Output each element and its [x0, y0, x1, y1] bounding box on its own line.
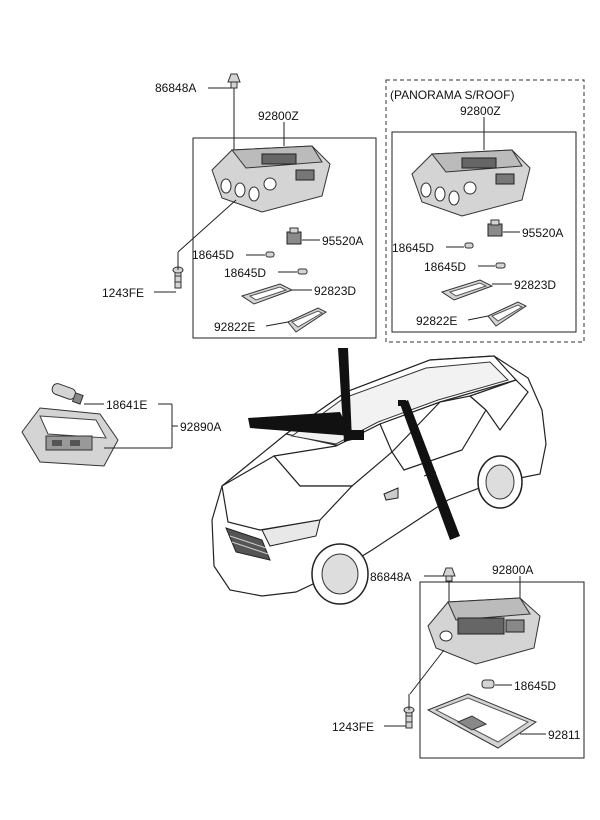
- bottom-bulb-label: 18645D: [514, 679, 556, 693]
- top-lens-2-part: [287, 307, 327, 333]
- side-assy-label: 92890A: [180, 420, 221, 434]
- side-lamp-part: [21, 407, 119, 467]
- pano-console-part: [411, 149, 531, 217]
- car-illustration: [211, 348, 547, 605]
- bottom-screw-part: [403, 706, 415, 729]
- top-screw-label: 1243FE: [102, 286, 144, 300]
- panorama-group: (PANORAMA S/ROOF) 92800Z 95520A 18645D: [385, 79, 585, 343]
- top-screw-part: [172, 266, 184, 289]
- pano-lens-1-part: [440, 279, 494, 301]
- top-console-part: [211, 145, 331, 213]
- pointer-top: [338, 348, 352, 442]
- bottom-lens-part: [426, 693, 538, 749]
- pano-lens-1-label: 92823D: [514, 278, 556, 292]
- top-lens-1-part: [240, 283, 294, 305]
- pano-switch-label: 95520A: [522, 226, 563, 240]
- pano-lens-2-part: [487, 301, 527, 327]
- top-clip-part: [227, 73, 241, 89]
- top-switch-part: [286, 227, 302, 245]
- top-bulb-1-part: [265, 251, 275, 258]
- top-bulb-2-label: 18645D: [224, 266, 266, 280]
- pano-bulb-1-label: 18645D: [392, 241, 434, 255]
- side-bulb-part: [51, 383, 84, 405]
- top-bulb-1-label: 18645D: [192, 248, 234, 262]
- car-front-lamp: [350, 430, 364, 440]
- bottom-bulb-part: [481, 679, 495, 689]
- pointer-bottom: [400, 400, 460, 540]
- top-lens-2-label: 92822E: [214, 320, 255, 334]
- panorama-title: (PANORAMA S/ROOF): [390, 88, 514, 102]
- bottom-screw-label: 1243FE: [332, 720, 374, 734]
- top-clip-label: 86848A: [155, 81, 196, 95]
- top-console-group: 86848A 92800Z 1243FE: [102, 73, 377, 339]
- top-assy-label: 92800Z: [258, 109, 299, 123]
- bottom-clip-part: [442, 567, 456, 582]
- pano-bulb-1-part: [464, 242, 474, 249]
- bottom-console-part: [427, 597, 541, 665]
- side-bulb-label: 18641E: [106, 398, 147, 412]
- panorama-dashed-frame: [385, 79, 585, 343]
- bottom-assy-label: 92800A: [492, 563, 533, 577]
- pano-bulb-2-part: [495, 262, 506, 269]
- top-bulb-2-part: [297, 268, 308, 275]
- pano-assy-label: 92800Z: [460, 104, 501, 118]
- top-switch-label: 95520A: [322, 234, 363, 248]
- side-lamp-group: 18641E 92890A: [21, 383, 221, 467]
- bottom-clip-label: 86848A: [370, 570, 411, 584]
- pano-bulb-2-label: 18645D: [424, 260, 466, 274]
- pointer-side: [248, 412, 352, 436]
- pano-switch-part: [487, 219, 503, 237]
- bottom-lens-label: 92811: [548, 728, 581, 742]
- pano-lens-2-label: 92822E: [416, 314, 457, 328]
- bottom-group-frame: [419, 581, 585, 759]
- top-lens-1-label: 92823D: [314, 284, 356, 298]
- bottom-console-group: 92800A 86848A 1243FE 18645D: [332, 563, 585, 759]
